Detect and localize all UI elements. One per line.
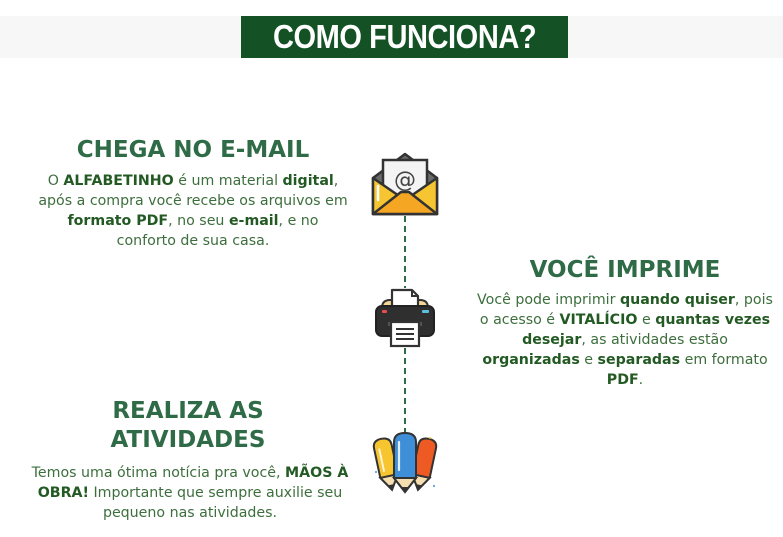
page-title: COMO FUNCIONA? xyxy=(272,18,537,55)
body-text: e xyxy=(637,312,656,328)
emphasis-text: separadas xyxy=(597,352,681,368)
emphasis-text: formato PDF xyxy=(67,213,169,229)
body-text: e xyxy=(579,352,598,368)
step-1-body: O ALFABETINHO é um material digital, apó… xyxy=(36,171,350,251)
pencils-icon xyxy=(372,431,438,494)
emphasis-text: quando quiser xyxy=(619,292,735,308)
emphasis-text: organizadas xyxy=(482,352,580,368)
emphasis-text: ALFABETINHO xyxy=(63,173,174,189)
body-text: em formato xyxy=(680,352,768,368)
svg-text:@: @ xyxy=(394,168,416,193)
email-envelope-icon: @ xyxy=(371,152,439,216)
emphasis-text: VITALÍCIO xyxy=(559,312,638,328)
body-text: , no seu xyxy=(168,213,229,229)
step-2-title: VOCÊ IMPRIME xyxy=(529,257,721,283)
body-text: , pois o acesso é xyxy=(479,292,773,328)
emphasis-text: e-mail xyxy=(228,213,279,229)
body-text: Você pode imprimir xyxy=(477,292,620,308)
body-text: Importante que sempre auxilie seu pequen… xyxy=(88,485,343,521)
timeline-connector xyxy=(404,216,406,288)
page-title-banner: COMO FUNCIONA? xyxy=(241,16,568,58)
body-text: , após a compra você recebe os arquivos … xyxy=(38,173,348,209)
step-3-body: Temos uma ótima notícia pra você, MÃOS À… xyxy=(30,463,350,523)
body-text: , as atividades estão xyxy=(581,332,728,348)
body-text: é um material xyxy=(173,173,283,189)
printer-icon xyxy=(374,288,436,348)
timeline-connector xyxy=(404,348,406,432)
body-text: Temos uma ótima notícia pra você, xyxy=(31,465,286,481)
emphasis-text: MÃOS À OBRA! xyxy=(37,465,349,501)
body-text: . xyxy=(638,372,644,388)
body-text: O xyxy=(47,173,64,189)
step-2-body: Você pode imprimir quando quiser, pois o… xyxy=(476,290,774,390)
body-text: , e no conforto de sua casa. xyxy=(116,213,319,249)
emphasis-text: quantas vezes desejar xyxy=(522,312,771,348)
emphasis-text: digital xyxy=(282,173,334,189)
step-1-title: CHEGA NO E-MAIL xyxy=(76,137,310,163)
emphasis-text: PDF xyxy=(606,372,639,388)
step-3-title: REALIZA AS ATIVIDADES xyxy=(110,398,266,453)
